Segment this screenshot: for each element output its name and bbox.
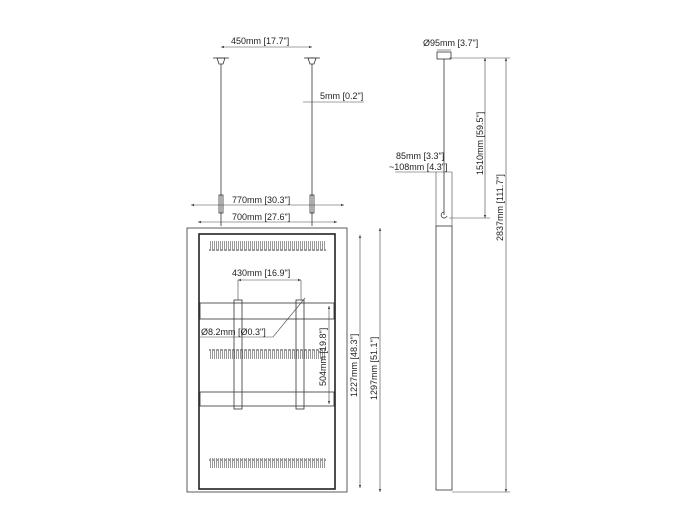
svg-text:700mm [27.6"]: 700mm [27.6"] <box>232 212 290 222</box>
svg-text:504mm [19.8"]: 504mm [19.8"] <box>318 328 328 386</box>
ceiling-plate-side <box>436 51 452 219</box>
svg-text:5mm [0.2"]: 5mm [0.2"] <box>320 91 363 101</box>
front-view: 450mm [17.7"] 5mm [0.2"] 770mm [30.3"] 7… <box>186 36 382 493</box>
dim-outer-height: 1297mm [51.1"] <box>369 228 382 492</box>
dim-vesa-vertical: 504mm [19.8"] <box>318 306 331 404</box>
svg-text:Ø95mm [3.7"]: Ø95mm [3.7"] <box>423 38 478 48</box>
dim-inner-width: 700mm [27.6"] <box>198 212 337 224</box>
dim-ceiling-spacing: 450mm [17.7"] <box>221 36 312 49</box>
dim-outer-width: 770mm [30.3"] <box>191 195 344 207</box>
ceiling-plate-right <box>304 57 320 226</box>
svg-text:Ø8.2mm [Ø0.3"]: Ø8.2mm [Ø0.3"] <box>201 327 266 337</box>
svg-text:1510mm [59.5"]: 1510mm [59.5"] <box>475 112 485 175</box>
display-side <box>435 225 453 491</box>
display-enclosure <box>186 227 348 493</box>
dim-total-height: 2837mm [111.7"] <box>452 57 510 493</box>
dim-hole-diameter: Ø8.2mm [Ø0.3"] <box>200 297 306 338</box>
svg-text:85mm [3.3"]: 85mm [3.3"] <box>396 151 444 161</box>
side-view: Ø95mm [3.7"] 85mm [3.3"] ~108mm [4.3"] 1… <box>389 38 510 493</box>
svg-text:2837mm [111.7"]: 2837mm [111.7"] <box>495 174 505 241</box>
svg-text:430mm [16.9"]: 430mm [16.9"] <box>232 268 290 278</box>
ceiling-plate-left <box>213 57 229 226</box>
svg-text:1227mm [48.3"]: 1227mm [48.3"] <box>349 334 359 397</box>
dim-plate-diameter: Ø95mm [3.7"] <box>423 38 478 51</box>
dim-inner-height: 1227mm [48.3"] <box>349 235 362 488</box>
svg-text:~108mm [4.3"]: ~108mm [4.3"] <box>389 162 447 172</box>
svg-text:450mm [17.7"]: 450mm [17.7"] <box>231 36 289 46</box>
dim-depth: 85mm [3.3"] ~108mm [4.3"] <box>389 151 453 226</box>
dim-cable-diameter: 5mm [0.2"] <box>303 91 364 103</box>
dim-cable-length: 1510mm [59.5"] <box>449 57 490 219</box>
svg-text:770mm [30.3"]: 770mm [30.3"] <box>232 195 290 205</box>
dim-vesa-horizontal: 430mm [16.9"] <box>232 268 302 300</box>
svg-text:1297mm [51.1"]: 1297mm [51.1"] <box>369 337 379 400</box>
